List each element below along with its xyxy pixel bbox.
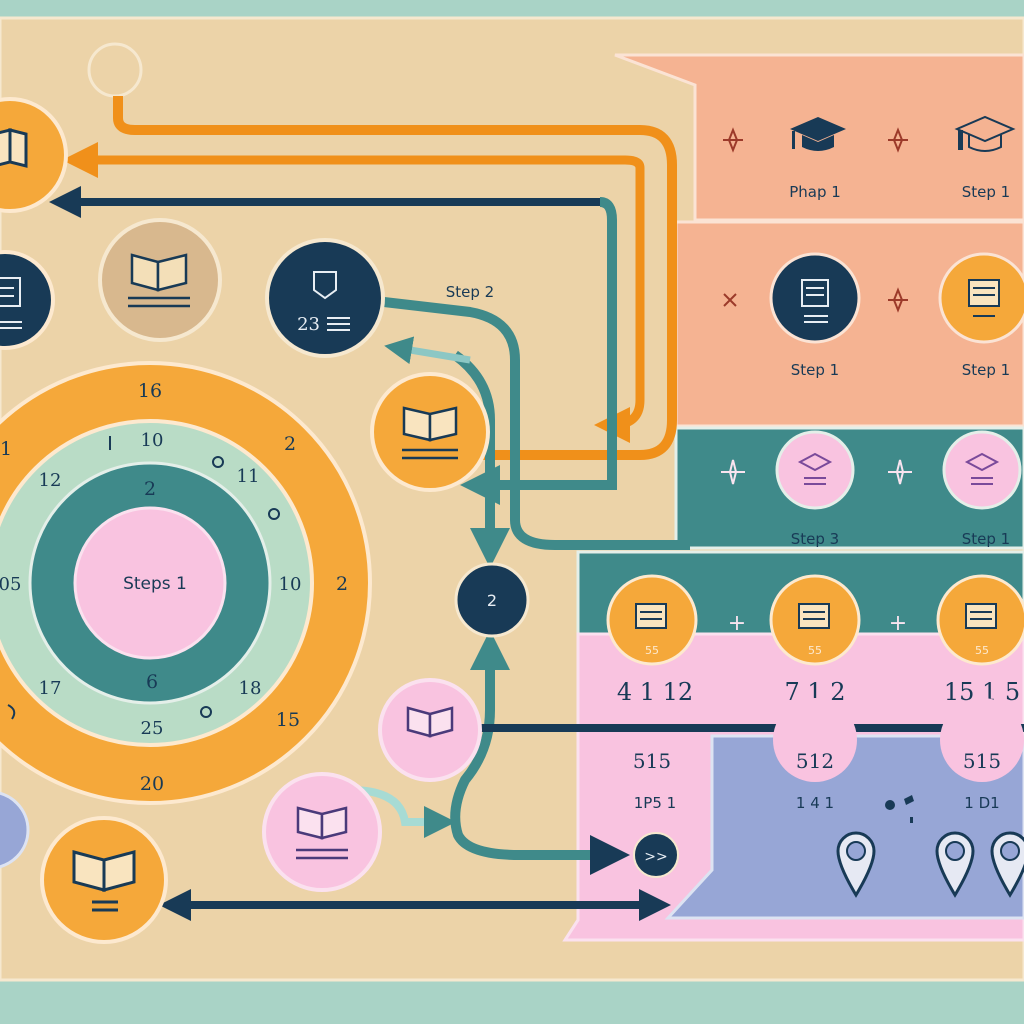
- connector-step2-out: [383, 297, 690, 550]
- dial-center-label: Steps 1: [123, 574, 187, 594]
- document-icon: [965, 603, 997, 629]
- location-pin-icon: [990, 831, 1024, 898]
- book-node-tan[interactable]: [98, 218, 222, 342]
- sparkle-icon: [888, 287, 908, 313]
- connector-teal-loop: [460, 197, 617, 505]
- dial-middle-label: 11: [237, 466, 260, 487]
- panel-row-3: Step 3 Step 1: [721, 430, 1022, 548]
- book-icon: [72, 850, 136, 912]
- dial-inner-label-bottom: 6: [146, 671, 158, 693]
- dial-outer-label: 15: [276, 709, 300, 731]
- dial-middle-label: 12: [39, 470, 62, 491]
- connector-plus: +: [889, 611, 907, 636]
- book-icon: [0, 128, 28, 168]
- stat-card-sub: 55: [808, 644, 822, 657]
- dial-inner-label-top: 2: [144, 478, 156, 500]
- document-icon: [968, 279, 1000, 317]
- stat-card-lower: 515: [633, 749, 671, 773]
- dial-outer-label: 1: [0, 438, 12, 460]
- dial-outer-label: 2: [284, 433, 296, 455]
- document-icon: [798, 603, 830, 629]
- sparkle-icon: [888, 459, 912, 485]
- top-left-book-node[interactable]: [0, 97, 68, 213]
- dial-center: [73, 506, 227, 660]
- panel-row-1: Phap 1 Step 1: [723, 115, 1016, 201]
- panel-row-2: Step 1 Step 1: [723, 252, 1024, 379]
- stat-card-extra: 1 4 1: [796, 794, 834, 812]
- panel-row-2-caption-2: Step 1: [962, 361, 1010, 379]
- step2-node-label: 23: [297, 314, 320, 335]
- stat-card-1[interactable]: 55 4 1 12 515 1P5 1: [606, 574, 698, 812]
- sparkle-icon: [888, 127, 908, 153]
- graduation-cap-icon: [954, 115, 1016, 152]
- dial-middle-label: 10: [141, 430, 164, 451]
- location-pin-icon: [836, 831, 876, 898]
- connector-plus: +: [728, 611, 746, 636]
- dial-outer-label: 20: [140, 773, 164, 795]
- book-node-pink-lower[interactable]: [262, 772, 382, 892]
- sparkle-icon: [723, 127, 743, 153]
- graduation-cap-icon: [797, 452, 833, 485]
- book-icon: [296, 806, 348, 860]
- center-small-node-label: 2: [487, 591, 497, 610]
- dial-tick-icons: [7, 436, 280, 720]
- step2-node[interactable]: 23: [265, 238, 385, 358]
- panel-row-1-caption-2: Step 1: [962, 183, 1010, 201]
- book-node-orange-bottom[interactable]: [40, 816, 168, 944]
- stat-card-lower: 515: [963, 749, 1001, 773]
- stat-card-3[interactable]: 55 15 1 5 515 1 D1: [936, 574, 1024, 812]
- stat-card-extra: 1P5 1: [634, 794, 676, 812]
- left-document-node[interactable]: [0, 250, 55, 350]
- pencil-icon: [885, 795, 914, 823]
- panel-row-3-caption-1: Step 3: [791, 530, 839, 548]
- dial-middle-label: 25: [141, 718, 164, 739]
- stat-card-sub: 55: [975, 644, 989, 657]
- dial-outer-label: 16: [138, 380, 162, 402]
- book-node-pink-upper[interactable]: [378, 678, 482, 782]
- dial-middle-label: 17: [39, 678, 62, 699]
- connector-orange-left: [62, 142, 645, 178]
- dial-middle-label: 18: [239, 678, 262, 699]
- stat-card-extra: 1 D1: [964, 794, 999, 812]
- connector-light-arrow: [384, 336, 471, 365]
- graduation-cap-icon: [790, 117, 846, 151]
- stat-cards: + + 55 4 1 12 515 1P5 1 55 7 1 2 512 1 4…: [606, 574, 1024, 898]
- document-icon: [0, 277, 22, 329]
- steps-dial: Steps 1 2 6 10 11 12 10 18 25 17 05 16 2…: [0, 361, 372, 805]
- shield-icon: [313, 271, 337, 300]
- document-icon: [801, 279, 829, 323]
- panel-row-1-caption-1: Phap 1: [789, 183, 841, 201]
- connector-orange-top: [113, 96, 677, 460]
- next-node[interactable]: >>: [633, 832, 679, 878]
- stat-card-lower: 512: [796, 749, 834, 773]
- dial-middle-label: 05: [0, 574, 21, 595]
- panel-row-3-caption-2: Step 1: [962, 530, 1010, 548]
- graduation-cap-icon: [964, 452, 1000, 485]
- dial-middle-label: 10: [279, 574, 302, 595]
- location-pin-icon: [935, 831, 975, 898]
- book-icon: [402, 406, 458, 460]
- connector-orange-return: [594, 168, 645, 443]
- step-node-orange[interactable]: [938, 252, 1024, 344]
- stat-card-sub: 55: [645, 644, 659, 657]
- stat-card-2[interactable]: 55 7 1 2 512 1 4 1: [769, 574, 861, 812]
- sparkle-icon: [721, 459, 745, 485]
- document-icon: [635, 603, 667, 629]
- left-edge-lavender-node: [0, 791, 30, 869]
- dial-outer-label: 2: [336, 573, 348, 595]
- step-node-pink-2[interactable]: [942, 430, 1022, 510]
- step-node-navy[interactable]: [769, 252, 861, 344]
- panel-row-2-caption-1: Step 1: [791, 361, 839, 379]
- center-small-node[interactable]: 2: [454, 562, 530, 638]
- step2-caption: Step 2: [446, 283, 494, 301]
- book-node-orange-mid[interactable]: [370, 372, 490, 492]
- step-node-pink[interactable]: [775, 430, 855, 510]
- book-icon: [406, 706, 454, 738]
- lines-icon: [327, 317, 350, 331]
- next-node-label: >>: [644, 849, 667, 865]
- book-icon: [128, 253, 190, 308]
- sparkle-icon: [723, 293, 737, 307]
- stat-card-value: 4 1 12: [617, 678, 693, 706]
